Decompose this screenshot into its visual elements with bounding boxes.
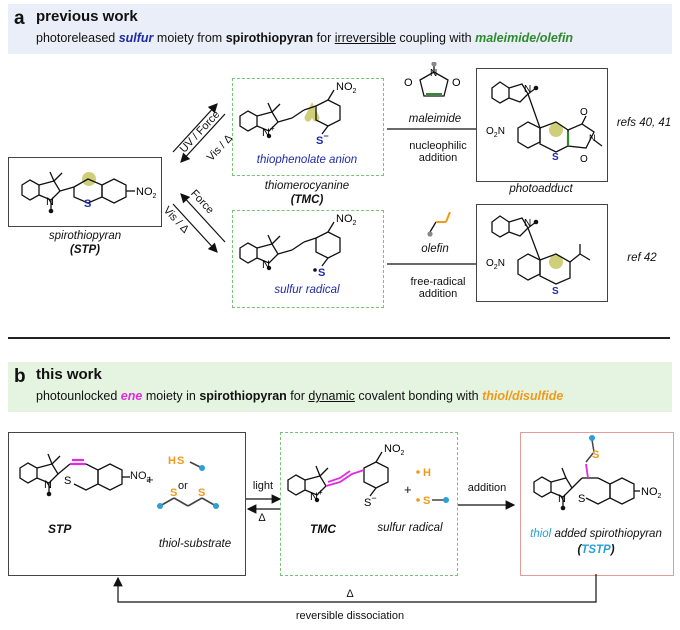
- thiophenolate-anion-label: thiophenolate anion: [256, 154, 358, 166]
- panel-b-banner: b this work photounlocked ene moiety in …: [8, 362, 672, 412]
- sulfur-radical-structure: N S NO2: [239, 213, 357, 279]
- nucleophilic-addition-label: nucleophilic addition: [409, 140, 467, 164]
- addition-arrow: [458, 500, 516, 510]
- stp-no2-b: NO2: [130, 470, 151, 485]
- thiol-substrate-structure: H S S S: [157, 455, 219, 509]
- svg-text:S: S: [423, 495, 430, 507]
- svg-text:NO2: NO2: [336, 81, 357, 95]
- svg-text:S: S: [177, 455, 184, 467]
- svg-text:N+: N+: [262, 124, 275, 139]
- svg-text:S: S: [552, 152, 559, 163]
- svg-text:S−: S−: [364, 493, 377, 509]
- reaction-arrow-maleimide: [387, 124, 491, 134]
- reaction-arrow-olefin: [387, 259, 491, 269]
- plus-sign-b: +: [146, 472, 154, 487]
- svg-text:O2N: O2N: [486, 258, 505, 271]
- addition-label: addition: [467, 482, 507, 494]
- svg-text:S: S: [64, 475, 71, 487]
- sulfur-radical-box: [232, 210, 384, 308]
- svg-text:O: O: [580, 107, 588, 118]
- thiol-substrate-label: thiol-substrate: [158, 538, 232, 550]
- svg-text:H: H: [168, 455, 176, 467]
- svg-text:N: N: [262, 259, 270, 271]
- reversible-dissociation-label: reversible dissociation: [295, 610, 405, 622]
- photoadduct-label: photoadduct: [509, 183, 573, 195]
- panel-a-description: photoreleased sulfur moiety from spiroth…: [36, 31, 574, 45]
- stp-label-b: STP: [48, 522, 72, 536]
- stp-box-a: [8, 157, 162, 227]
- svg-text:N+: N+: [310, 488, 323, 503]
- stp-structure-b: N S: [19, 453, 130, 497]
- or-label: or: [178, 480, 188, 492]
- tmc-anion-structure: N+ S− NO2: [239, 81, 357, 147]
- svg-text:H: H: [423, 467, 431, 479]
- tstp-abbr: (TSTP): [577, 544, 615, 556]
- svg-text:S−: S−: [316, 131, 329, 147]
- svg-text:NO2: NO2: [136, 186, 157, 200]
- plus-sign-b2: +: [404, 482, 412, 497]
- svg-text:S: S: [198, 487, 205, 499]
- svg-text:S: S: [592, 449, 599, 461]
- tmc-abbr: (TMC): [290, 194, 324, 206]
- svg-text:O: O: [580, 154, 588, 165]
- light-equilibrium-arrows: [246, 494, 282, 514]
- delta-label-b: Δ: [258, 512, 266, 524]
- tstp-structure: S N S NO2: [533, 435, 662, 511]
- svg-text:N: N: [44, 479, 52, 491]
- tmc-caption: thiomerocyanine: [264, 180, 350, 192]
- olefin-adduct-box: [476, 204, 608, 302]
- olefin-adduct-structure: N S O2N: [486, 215, 591, 297]
- tstp-caption: thiol added spirothiopyran: [530, 528, 662, 540]
- stp-structure-a: N S NO2: [21, 171, 157, 214]
- radicals-structure-b: H S: [416, 467, 449, 507]
- olefin-structure: [427, 211, 451, 237]
- panel-a-title: previous work: [36, 8, 138, 25]
- panel-a-banner: a previous work photoreleased sulfur moi…: [8, 4, 672, 54]
- reversible-dissociation-arrow: [113, 574, 597, 603]
- panel-a-label: a: [14, 8, 25, 29]
- svg-text:N: N: [46, 196, 54, 208]
- equilibrium-arrows-a: [172, 103, 226, 253]
- svg-text:O: O: [452, 77, 461, 89]
- svg-text:N: N: [558, 493, 566, 505]
- bottom-delta-label: Δ: [346, 588, 354, 600]
- free-radical-addition-label: free-radical addition: [410, 276, 466, 300]
- sulfur-radical-label-b: sulfur radical: [377, 522, 443, 534]
- photoadduct-box: [476, 68, 608, 182]
- panel-b-title: this work: [36, 366, 102, 383]
- photoadduct-structure: N S O O N O2N: [486, 81, 603, 165]
- stp-caption-a: spirothiopyran: [48, 230, 122, 242]
- stp-abbr-a: (STP): [69, 244, 101, 256]
- svg-text:S: S: [552, 286, 559, 297]
- maleimide-label: maleimide: [408, 113, 462, 125]
- svg-text:S: S: [170, 487, 177, 499]
- svg-text:N: N: [524, 218, 531, 229]
- light-label: light: [252, 480, 274, 492]
- svg-text:S: S: [84, 198, 91, 210]
- svg-text:N: N: [430, 68, 437, 79]
- olefin-label: olefin: [421, 243, 449, 255]
- tmc-structure-b: N+ S− NO2: [287, 443, 405, 509]
- tmc-label-b: TMC: [310, 522, 336, 536]
- svg-text:NO2: NO2: [336, 213, 357, 227]
- ref-label-1: refs 40, 41: [616, 117, 672, 129]
- svg-text:S: S: [318, 267, 325, 279]
- svg-text:S: S: [578, 493, 585, 505]
- tmc-box-b: [280, 432, 458, 576]
- svg-text:N: N: [524, 84, 531, 95]
- panel-b-description: photounlocked ene moiety in spirothiopyr…: [36, 389, 564, 403]
- svg-text:NO2: NO2: [384, 443, 405, 457]
- svg-text:O2N: O2N: [486, 126, 505, 139]
- stp-box-b: [8, 432, 246, 576]
- ref-label-2: ref 42: [627, 252, 657, 264]
- sulfur-radical-label-a: sulfur radical: [274, 284, 340, 296]
- svg-text:NO2: NO2: [641, 486, 662, 500]
- tmc-anion-box: [232, 78, 384, 176]
- panel-divider: [8, 337, 670, 339]
- svg-text:N: N: [589, 133, 596, 143]
- svg-text:O: O: [404, 77, 413, 89]
- maleimide-structure: N O O: [404, 62, 461, 97]
- panel-b-label: b: [14, 366, 26, 387]
